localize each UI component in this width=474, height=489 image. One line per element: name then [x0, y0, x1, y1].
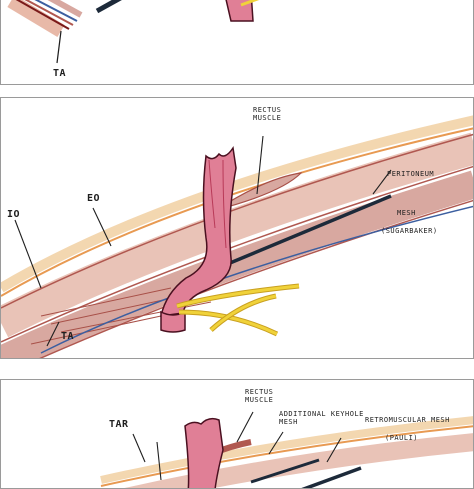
label-ta: TA [53, 68, 67, 79]
label-retromuscular-mesh: RETROMUSCULAR MESH [365, 416, 450, 424]
stoma-rim [160, 310, 186, 333]
panel-bottom: RECTUS MUSCLE TAR ADDITIONAL KEYHOLE MES… [0, 379, 474, 489]
nerve-bundle [176, 283, 300, 337]
abdominal-wall-layers [100, 416, 473, 488]
label-additional-keyhole-mesh: ADDITIONAL KEYHOLE MESH [279, 410, 364, 426]
panel-bottom-drawing [100, 411, 473, 488]
label-mesh: MESH [397, 209, 416, 217]
rectus-muscle-belly [215, 172, 303, 211]
stoma-bowel [160, 145, 237, 317]
label-rectus-muscle: RECTUS MUSCLE [245, 388, 274, 404]
stoma-bowel [184, 417, 224, 488]
mesh-sugarbaker [205, 194, 392, 275]
peritoneum-line [40, 205, 473, 354]
abdominal-wall-layers [7, 0, 83, 38]
abdominal-wall-layers [1, 115, 473, 358]
label-eo: EO [87, 193, 101, 204]
label-tar: TAR [109, 419, 129, 430]
stoma-stub [225, 0, 254, 22]
panel-top: TA [0, 0, 474, 85]
label-pointers [14, 135, 392, 347]
panel-middle: RECTUS MUSCLE PERITONEUM EO IO MESH (SUG… [0, 97, 474, 359]
label-mesh-sugarbaker: (SUGARBAKER) [381, 227, 438, 235]
nerve-stub [240, 0, 260, 7]
label-io: IO [7, 209, 21, 220]
label-rectus-muscle: RECTUS MUSCLE [253, 106, 282, 122]
mesh-line [95, 0, 122, 14]
label-ta: TA [61, 331, 75, 342]
panel-middle-drawing [1, 115, 473, 358]
label-retromuscular-mesh-pauli: (PAULI) [385, 434, 419, 442]
ta-pointer [56, 30, 62, 64]
panel-top-drawing [7, 0, 260, 64]
label-peritoneum: PERITONEUM [387, 170, 435, 178]
